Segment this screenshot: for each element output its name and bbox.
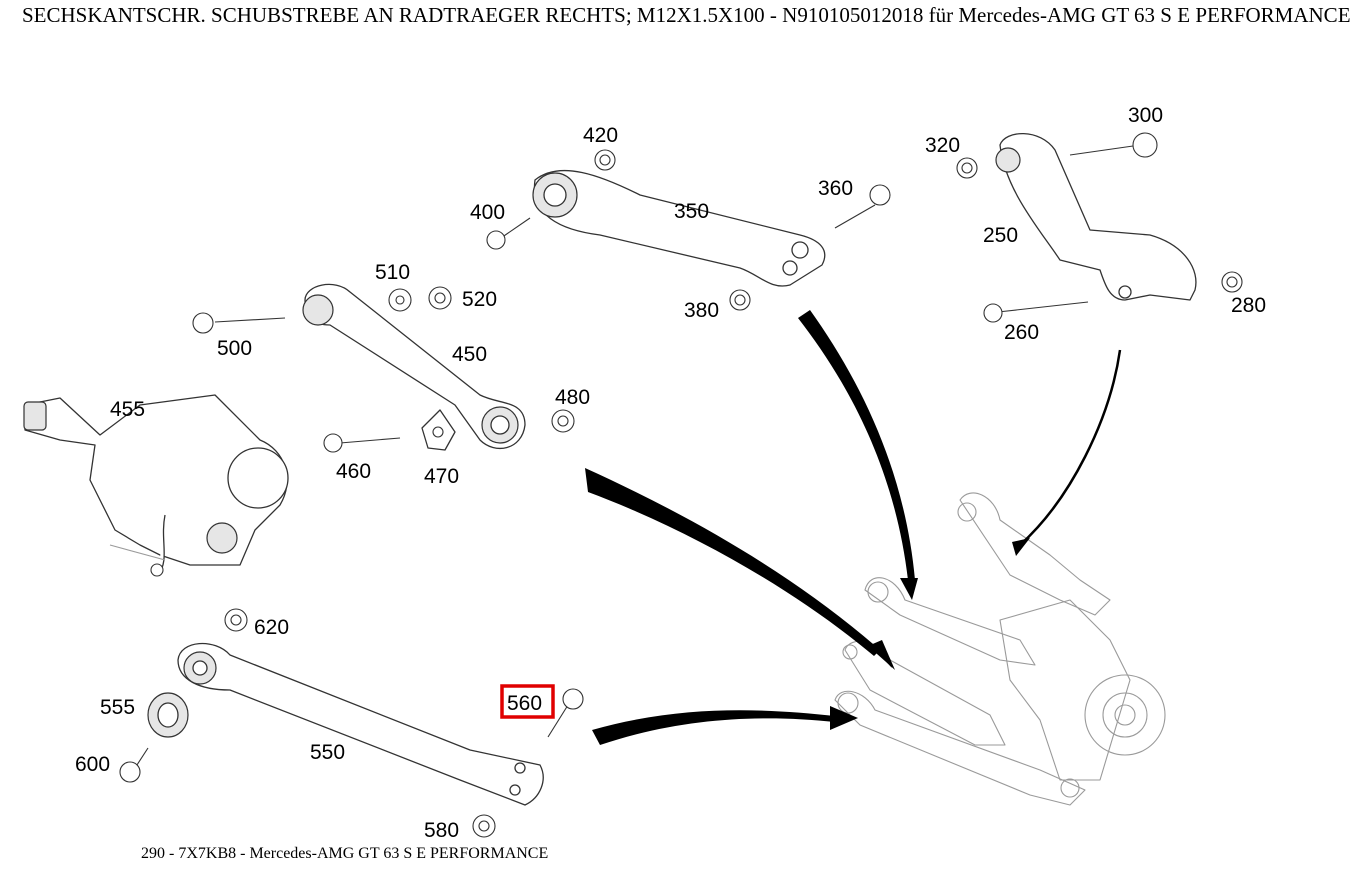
callout-420[interactable]: 420 [583, 124, 618, 147]
callout-260[interactable]: 260 [1004, 321, 1039, 344]
arrow-250-to-assembly [1012, 349, 1122, 556]
callout-380[interactable]: 380 [684, 299, 719, 322]
callout-550[interactable]: 550 [310, 741, 345, 764]
nut-520[interactable] [428, 286, 452, 310]
callout-600[interactable]: 600 [75, 753, 110, 776]
callout-250[interactable]: 250 [983, 224, 1018, 247]
control-arm-350[interactable] [532, 169, 826, 287]
bolt-360[interactable] [834, 184, 891, 229]
callout-500[interactable]: 500 [217, 337, 252, 360]
bolt-260[interactable] [983, 301, 1089, 323]
bolt-460[interactable] [323, 433, 401, 453]
nut-420[interactable] [594, 149, 616, 171]
nut-580[interactable] [472, 814, 496, 838]
callout-480[interactable]: 480 [555, 386, 590, 409]
callout-455[interactable]: 455 [110, 398, 145, 421]
callout-555[interactable]: 555 [100, 696, 135, 719]
bolt-600[interactable] [119, 747, 149, 783]
callout-450[interactable]: 450 [452, 343, 487, 366]
callout-510[interactable]: 510 [375, 261, 410, 284]
callout-560[interactable]: 560 [507, 692, 542, 715]
nut-380[interactable] [729, 289, 751, 311]
arrow-550-to-assembly [592, 706, 858, 745]
callout-470[interactable]: 470 [424, 465, 459, 488]
arrow-450-to-assembly [585, 468, 895, 670]
cam-disc-470[interactable] [421, 409, 456, 451]
bolt-560-highlighted-part[interactable] [547, 688, 584, 738]
callout-280[interactable]: 280 [1231, 294, 1266, 317]
page-title: SECHSKANTSCHR. SCHUBSTREBE AN RADTRAEGER… [22, 3, 1351, 27]
bushing-555[interactable] [147, 692, 189, 738]
bolt-300[interactable] [1069, 132, 1158, 158]
callout-320[interactable]: 320 [925, 134, 960, 157]
bolt-400[interactable] [486, 217, 531, 250]
highlight-box-560 [500, 684, 555, 719]
diagram-caption: 290 - 7X7KB8 - Mercedes-AMG GT 63 S E PE… [141, 845, 549, 862]
callout-460[interactable]: 460 [336, 460, 371, 483]
callout-520[interactable]: 520 [462, 288, 497, 311]
callout-620[interactable]: 620 [254, 616, 289, 639]
callout-350[interactable]: 350 [674, 200, 709, 223]
callout-400[interactable]: 400 [470, 201, 505, 224]
callout-300[interactable]: 300 [1128, 104, 1163, 127]
control-arm-550[interactable] [177, 642, 544, 806]
control-arm-450[interactable] [302, 283, 526, 449]
nut-320[interactable] [956, 157, 978, 179]
callout-580[interactable]: 580 [424, 819, 459, 842]
actuator-455[interactable] [23, 394, 289, 577]
control-arm-250[interactable] [995, 133, 1197, 301]
nut-480[interactable] [551, 409, 575, 433]
bolt-500[interactable] [192, 312, 286, 334]
washer-510[interactable] [388, 288, 412, 312]
arrow-350-to-assembly [798, 310, 918, 600]
nut-620[interactable] [224, 608, 248, 632]
callout-360[interactable]: 360 [818, 177, 853, 200]
nut-280[interactable] [1221, 271, 1243, 293]
